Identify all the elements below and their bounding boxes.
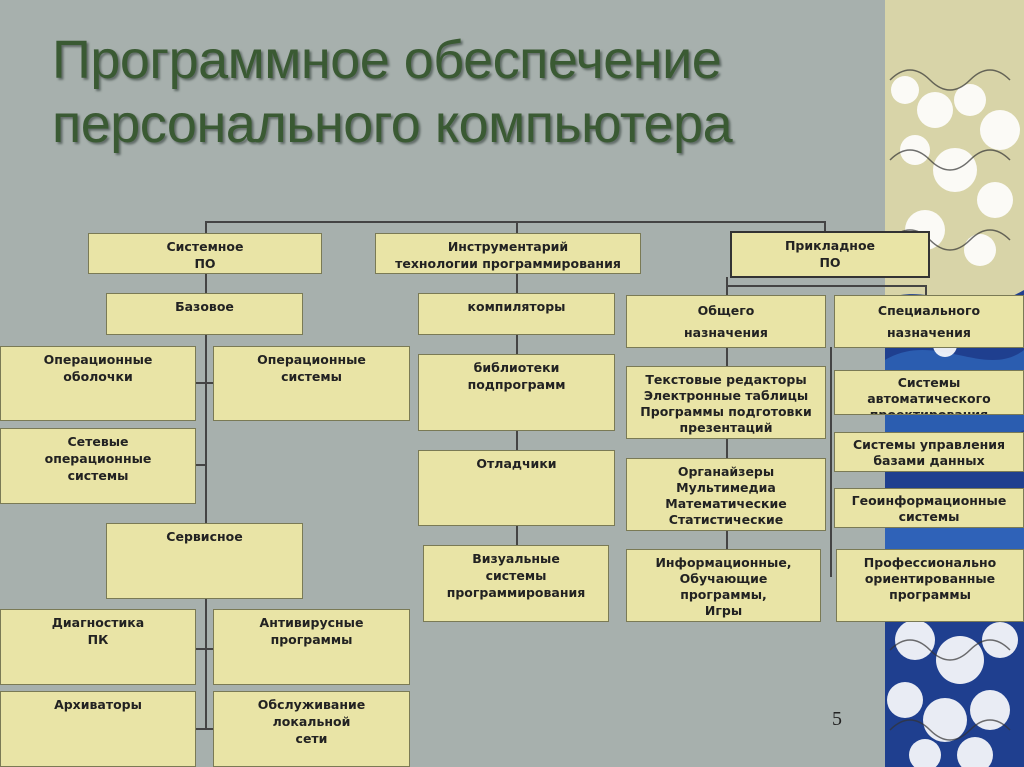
dbms-box: Системы управления базами данных (834, 432, 1024, 472)
gis-box: Геоинформационные системы (834, 488, 1024, 528)
connector-line (195, 382, 215, 384)
service-box: Сервисное (106, 523, 303, 599)
connector-line (195, 648, 215, 650)
network-os-box: Сетевые операционные системы (0, 428, 196, 504)
cad-box: Системы автоматического проектирования (834, 370, 1024, 415)
system-software-box: Системное ПО (88, 233, 322, 274)
page-title: Программное обеспечение персонального ко… (52, 30, 733, 154)
compilers-box: компиляторы (418, 293, 615, 335)
connector-line (516, 221, 518, 233)
os-shells-box: Операционные оболочки (0, 346, 196, 421)
archivers-box: Архиваторы (0, 691, 196, 767)
diagnostics-box: Диагностика ПК (0, 609, 196, 685)
page-number: 5 (832, 708, 842, 730)
base-box: Базовое (106, 293, 303, 335)
libraries-box: библиотеки подпрограмм (418, 354, 615, 431)
connector-line (824, 221, 826, 233)
connector-line (830, 347, 832, 577)
debuggers-box: Отладчики (418, 450, 615, 526)
connector-line (195, 464, 207, 466)
info-programs-box: Информационные, Обучающие программы, Игр… (626, 549, 821, 622)
special-purpose-box: Специального назначения (834, 295, 1024, 348)
visual-programming-box: Визуальные системы программирования (423, 545, 609, 622)
connector-line (726, 285, 926, 287)
professional-programs-box: Профессионально ориентированные программ… (836, 549, 1024, 622)
antivirus-box: Антивирусные программы (213, 609, 410, 685)
connector-line (205, 221, 825, 223)
organizers-box: Органайзеры Мультимедиа Математические С… (626, 458, 826, 531)
general-purpose-box: Общего назначения (626, 295, 826, 348)
lan-service-box: Обслуживание локальной сети (213, 691, 410, 767)
connector-line (205, 221, 207, 233)
text-editors-box: Текстовые редакторы Электронные таблицы … (626, 366, 826, 439)
connector-line (205, 273, 207, 293)
connector-line (195, 728, 215, 730)
connector-line (925, 285, 927, 295)
programming-tools-box: Инструментарий технологии программирован… (375, 233, 641, 274)
applied-software-box: Прикладное ПО (730, 231, 930, 278)
operating-systems-box: Операционные системы (213, 346, 410, 421)
